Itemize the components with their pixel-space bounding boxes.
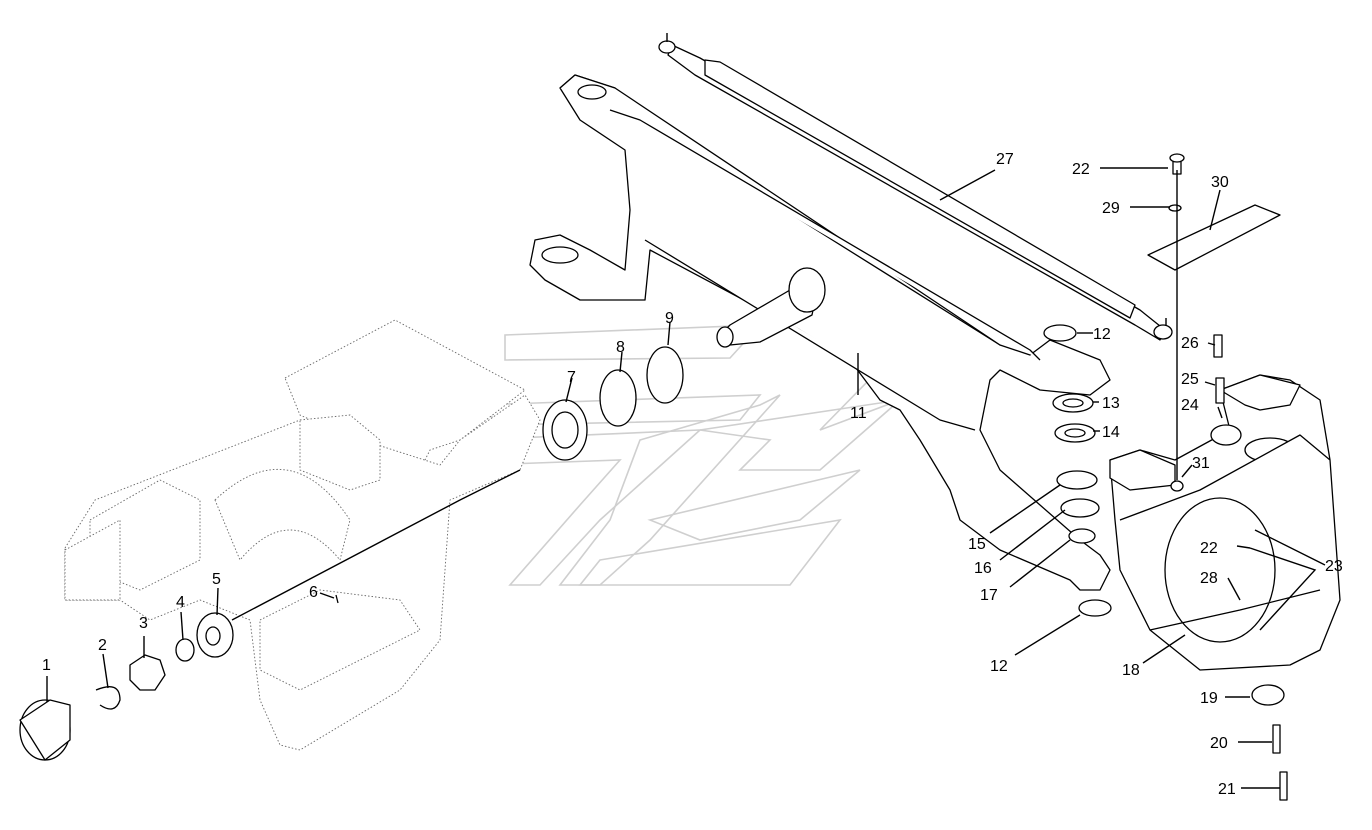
seal-8: [599, 369, 637, 427]
label-26: 26: [1181, 335, 1199, 352]
chassis-frame-outline: [64, 319, 541, 751]
pivot-bearings: [1043, 324, 1112, 617]
label-18: 18: [1122, 662, 1140, 679]
label-15: 15: [968, 536, 986, 553]
label-12-bottom: 12: [990, 658, 1008, 675]
o-ring: [175, 638, 195, 662]
label-24: 24: [1181, 397, 1199, 414]
label-17: 17: [980, 587, 998, 604]
label-25: 25: [1181, 371, 1199, 388]
tie-rod: [658, 33, 1173, 341]
axle-hardware: [19, 346, 684, 761]
label-30: 30: [1211, 174, 1229, 191]
label-1: 1: [42, 657, 51, 674]
label-19: 19: [1200, 690, 1218, 707]
label-6: 6: [309, 584, 318, 601]
label-22-mid: 22: [1200, 540, 1218, 557]
part-labels: 1 2 3 4 5 6 7 8 9 11 12 13 14 15 16 17 1…: [42, 151, 1343, 798]
o-ring-9: [646, 346, 684, 404]
circlip: [95, 686, 121, 710]
label-20: 20: [1210, 735, 1228, 752]
grease-nipple: [335, 594, 339, 604]
plate-30: [1147, 204, 1281, 271]
label-16: 16: [974, 560, 992, 577]
label-14: 14: [1102, 424, 1120, 441]
label-29: 29: [1102, 200, 1120, 217]
label-11: 11: [850, 405, 867, 422]
nut: [129, 654, 166, 691]
right-hardware: [1147, 153, 1288, 801]
label-8: 8: [616, 339, 625, 356]
label-4: 4: [176, 594, 185, 611]
label-2: 2: [98, 637, 107, 654]
label-23: 23: [1325, 558, 1343, 575]
label-22-top: 22: [1072, 161, 1090, 178]
bracket-housing: [1109, 374, 1341, 671]
axle-beam: [529, 74, 1111, 591]
label-27: 27: [996, 151, 1014, 168]
label-5: 5: [212, 571, 221, 588]
label-3: 3: [139, 615, 148, 632]
label-9: 9: [665, 310, 674, 327]
leader-lines: [46, 167, 1326, 789]
label-12-top: 12: [1093, 326, 1111, 343]
label-21: 21: [1218, 781, 1236, 798]
label-28: 28: [1200, 570, 1218, 587]
axle-spindle: [716, 267, 826, 348]
label-13: 13: [1102, 395, 1120, 412]
label-7: 7: [567, 369, 576, 386]
label-31: 31: [1192, 455, 1210, 472]
